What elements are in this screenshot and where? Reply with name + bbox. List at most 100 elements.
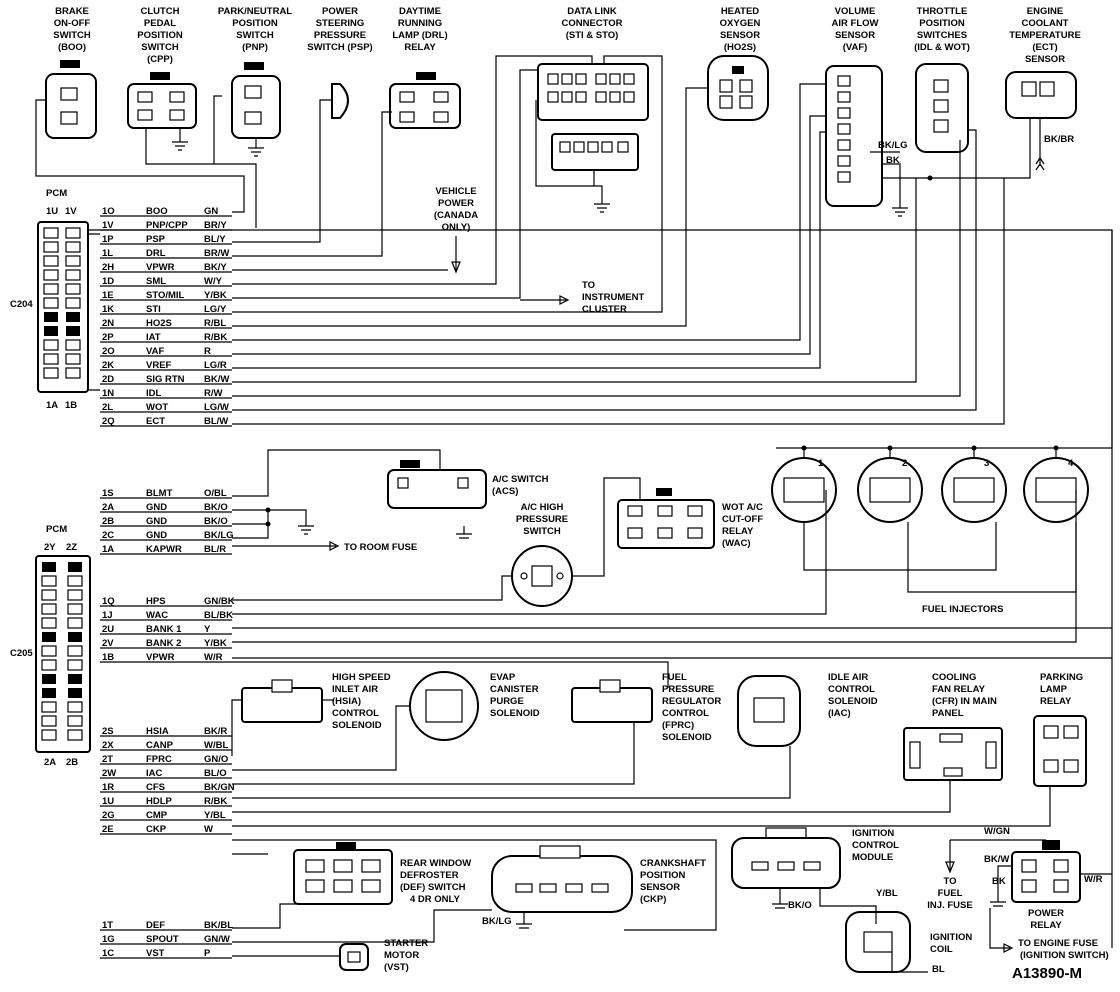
svg-text:SENSOR: SENSOR	[835, 30, 875, 41]
svg-text:(CKP): (CKP)	[640, 894, 666, 905]
c204-pin-cavity	[66, 326, 80, 336]
svg-text:CUT-OFF: CUT-OFF	[722, 514, 763, 525]
pin-id: 2C	[102, 530, 114, 541]
svg-text:STARTER: STARTER	[384, 938, 428, 949]
pin-id: 2D	[102, 374, 114, 385]
wire-color: W	[204, 824, 213, 835]
tps-label: THROTTLE POSITION SWITCHES (IDL & WOT)	[914, 6, 970, 53]
icm-connector	[731, 827, 841, 889]
pin-id: 2G	[102, 810, 115, 821]
c205-pin-cavity	[41, 659, 57, 671]
wire-color: W/R	[204, 652, 223, 663]
svg-text:A/C SWITCH: A/C SWITCH	[492, 474, 549, 485]
c205-pin-cavity	[41, 645, 57, 657]
svg-text:STEERING: STEERING	[316, 18, 365, 29]
relay-wire-label-w-r: W/R	[1084, 874, 1103, 885]
svg-text:PCM: PCM	[46, 524, 67, 535]
ac-high-pressure-label: A/C HIGH PRESSURE SWITCH	[516, 502, 568, 537]
ho2s-connector	[707, 55, 769, 121]
psp-label: POWER STEERING PRESSURE SWITCH (PSP)	[307, 6, 372, 53]
c204-pin-cavity	[43, 297, 59, 309]
svg-text:C204: C204	[10, 299, 33, 310]
c204-pin-cavity	[65, 255, 81, 267]
c204-pin-cavity	[65, 339, 81, 351]
pin-id: 2X	[102, 740, 114, 751]
c205-pin-cavity	[67, 729, 83, 741]
fuel-injectors-label: FUEL INJECTORS	[922, 604, 1003, 615]
svg-text:(VST): (VST)	[384, 962, 409, 973]
svg-text:MOTOR: MOTOR	[384, 950, 419, 961]
relay-wire-label-w-gn: W/GN	[984, 826, 1010, 837]
pin-id: 2O	[102, 346, 115, 357]
svg-text:SWITCH: SWITCH	[53, 30, 91, 41]
cpp-label: CLUTCH PEDAL POSITION SWITCH (CPP)	[137, 6, 183, 65]
circuit-name: PNP/CPP	[146, 220, 188, 231]
pin-id: 2V	[102, 638, 114, 649]
svg-text:CLUTCH: CLUTCH	[140, 6, 179, 17]
acs-connector	[387, 460, 487, 509]
to-room-fuse-label: TO ROOM FUSE	[344, 542, 417, 553]
circuit-name: KAPWR	[146, 544, 182, 555]
wire-color: LG/Y	[204, 304, 227, 315]
svg-text:RELAY: RELAY	[722, 526, 754, 537]
svg-text:PRESSURE: PRESSURE	[662, 684, 714, 695]
wire-color: BL/BK	[204, 610, 233, 621]
c204-pin-cavity	[65, 241, 81, 253]
vehicle-power-arrow	[451, 236, 461, 274]
svg-text:(PNP): (PNP)	[242, 42, 268, 53]
circuit-name: BANK 1	[146, 624, 182, 635]
ect-label: ENGINE COOLANT TEMPERATURE (ECT) SENSOR	[1009, 6, 1081, 65]
cpp-connector	[127, 72, 197, 129]
injector-1: 1	[771, 457, 837, 523]
wire-color: GN/BK	[204, 596, 235, 607]
svg-text:CANISTER: CANISTER	[490, 684, 539, 695]
svg-text:FUEL: FUEL	[662, 672, 687, 683]
pin-id: 1N	[102, 388, 114, 399]
c205-pin-cavity	[41, 603, 57, 615]
svg-text:CONTROL: CONTROL	[662, 708, 709, 719]
svg-text:A/C HIGH: A/C HIGH	[521, 502, 564, 513]
svg-text:(IDL & WOT): (IDL & WOT)	[914, 42, 970, 53]
svg-text:TO: TO	[582, 280, 595, 291]
wire-color: BL/R	[204, 544, 226, 555]
c204-pin-cavity	[43, 241, 59, 253]
wire-color: BK/LG	[204, 530, 234, 541]
pin-id: 1D	[102, 276, 114, 287]
svg-text:HEATED: HEATED	[721, 6, 759, 17]
svg-text:(CPP): (CPP)	[147, 54, 173, 65]
svg-text:RELAY: RELAY	[1030, 920, 1062, 931]
c205-pin-cavity	[41, 701, 57, 713]
circuit-name: PSP	[146, 234, 166, 245]
wire-color: Y	[204, 624, 211, 635]
to-cluster-arrow	[520, 295, 570, 305]
wire-color: R	[204, 346, 211, 357]
svg-text:LAMP: LAMP	[1040, 684, 1068, 695]
drl-label: DAYTIME RUNNING LAMP (DRL) RELAY	[392, 6, 447, 53]
icm-label: IGNITION CONTROL MODULE	[852, 828, 899, 863]
svg-text:PRESSURE: PRESSURE	[314, 30, 366, 41]
svg-text:PANEL: PANEL	[932, 708, 964, 719]
svg-text:2Y: 2Y	[44, 542, 56, 553]
vaf-wire-label-bk-lg: BK/LG	[878, 140, 908, 151]
svg-text:RELAY: RELAY	[1040, 696, 1072, 707]
c204-pin-cavity	[43, 227, 59, 239]
wire-color: O/BL	[204, 488, 227, 499]
circuit-name: SIG RTN	[146, 374, 185, 385]
svg-text:(STI & STO): (STI & STO)	[566, 30, 619, 41]
c205-pin-cavity	[42, 562, 56, 572]
c205-pin-cavity	[67, 701, 83, 713]
hsia-connector	[241, 679, 323, 723]
svg-text:POWER: POWER	[1028, 908, 1064, 919]
pin-id: 1P	[102, 234, 114, 245]
svg-text:SENSOR: SENSOR	[720, 30, 760, 41]
circuit-name: STO/MIL	[146, 290, 185, 301]
pcm-c205-connector	[35, 555, 91, 753]
svg-text:COIL: COIL	[930, 944, 953, 955]
